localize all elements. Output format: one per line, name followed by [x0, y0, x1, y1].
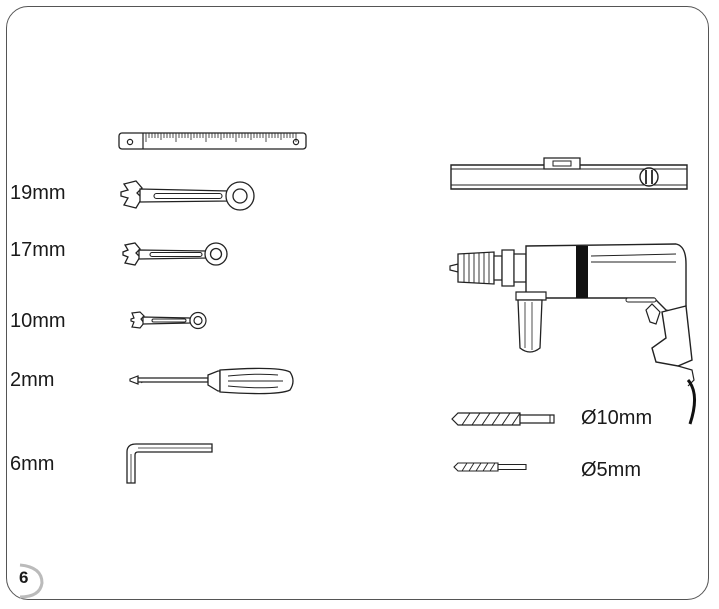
wrench-10-label: 10mm [10, 310, 66, 332]
screwdriver-icon [128, 366, 298, 396]
wrench-19-label: 19mm [10, 182, 66, 204]
drill-bit-10mm-icon [450, 410, 560, 428]
drill-bit-5mm-icon [452, 460, 532, 474]
page-number-curl-icon [19, 563, 44, 599]
drill-bit-10mm-label: Ø10mm [581, 407, 653, 429]
drill-bit-5mm-label: Ø5mm [581, 459, 641, 481]
hex-key-label: 6mm [10, 453, 55, 475]
wrench-17mm-icon [120, 240, 230, 268]
ruler-icon [118, 128, 308, 154]
spirit-level-icon [449, 157, 689, 193]
wrench-19mm-icon [118, 178, 258, 214]
wrench-10mm-icon [128, 309, 218, 331]
page-frame [6, 6, 709, 600]
power-drill-icon [446, 240, 706, 430]
screwdriver-label: 2mm [10, 369, 55, 391]
wrench-17-label: 17mm [10, 239, 66, 261]
page-number: 6 [19, 568, 29, 587]
hex-key-icon [124, 440, 216, 486]
